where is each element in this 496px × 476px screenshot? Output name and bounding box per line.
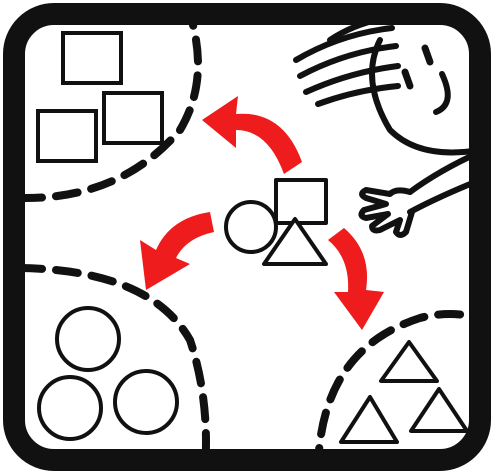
pile-circle-shape bbox=[226, 202, 276, 252]
circle-shape bbox=[115, 371, 177, 433]
circle-shape bbox=[39, 377, 101, 439]
square-shape bbox=[104, 93, 162, 143]
circle-shape bbox=[57, 308, 119, 370]
square-shape bbox=[38, 111, 96, 161]
square-shape bbox=[63, 33, 121, 83]
eye-icon bbox=[425, 48, 430, 62]
eye-icon bbox=[405, 72, 410, 86]
pile-square-shape bbox=[276, 180, 326, 223]
